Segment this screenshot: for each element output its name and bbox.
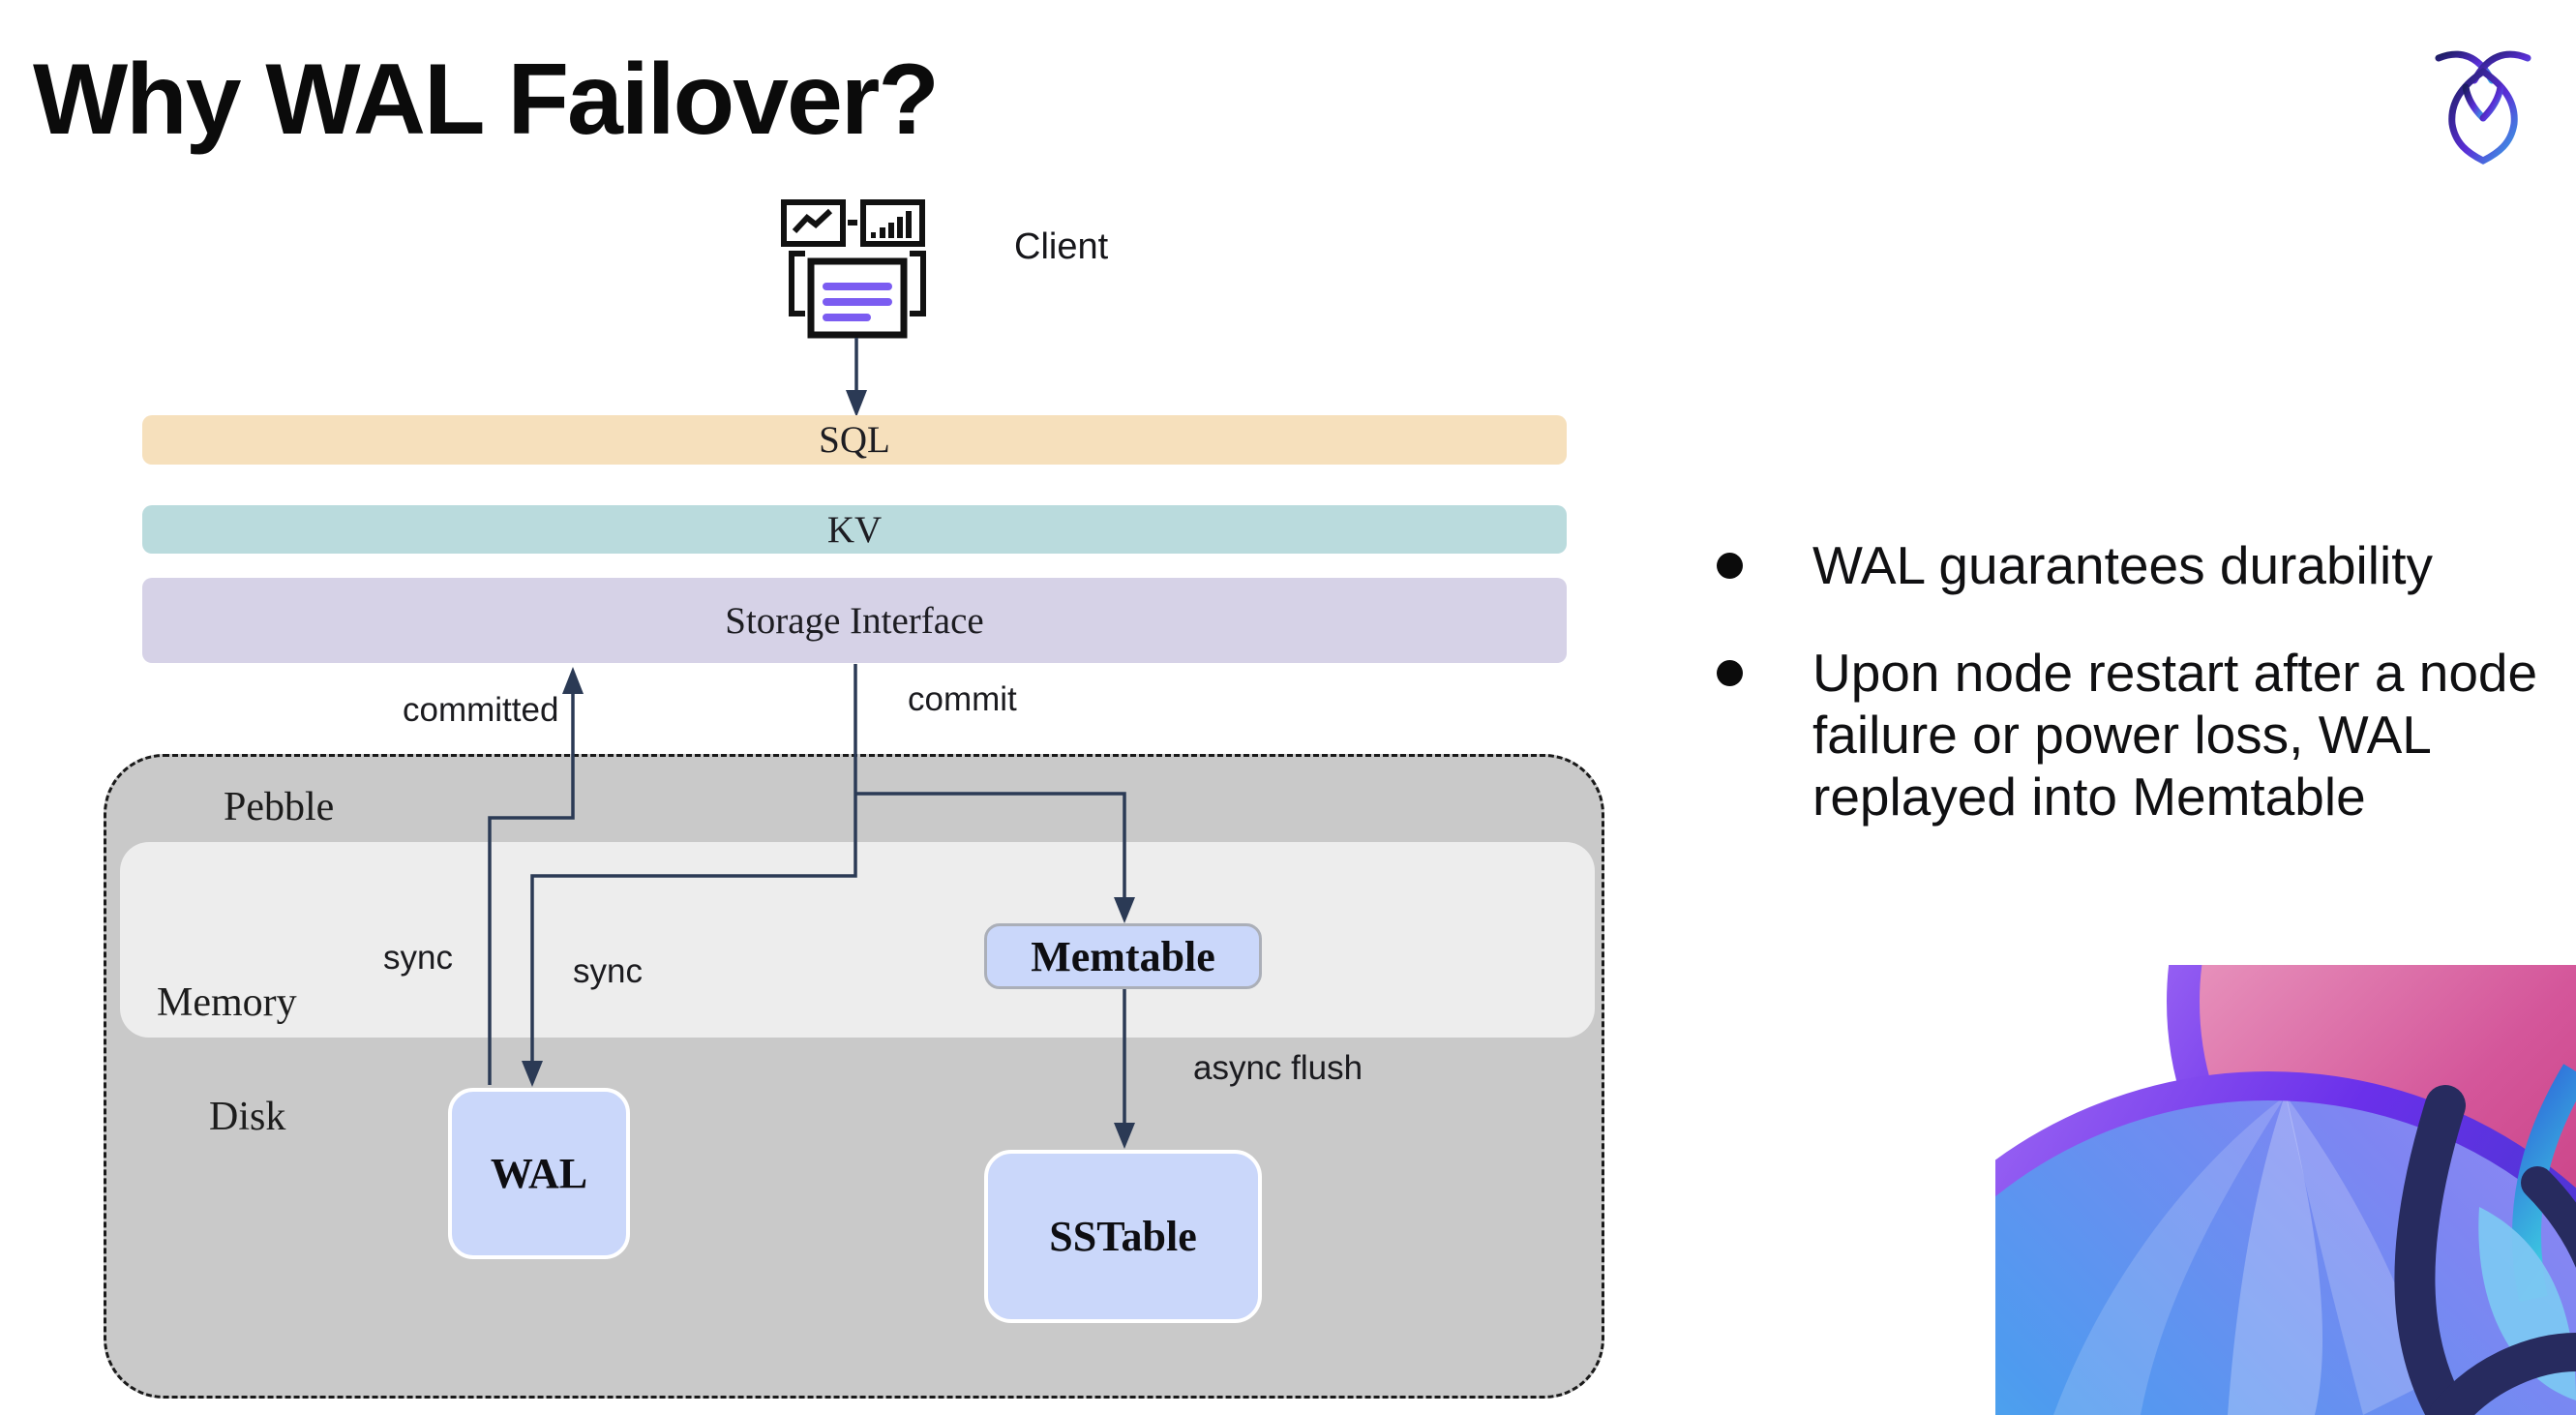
client-icon bbox=[781, 199, 926, 339]
slide-title: Why WAL Failover? bbox=[33, 44, 940, 156]
edge-label-sync-left: sync bbox=[383, 939, 453, 977]
arrowhead-up-icon bbox=[562, 667, 584, 694]
list-item: WAL guarantees durability bbox=[1717, 534, 2568, 596]
bullet-text: Upon node restart after a node failure o… bbox=[1812, 643, 2538, 827]
layer-storage-label: Storage Interface bbox=[725, 599, 984, 642]
cockroachdb-logo-icon bbox=[2435, 50, 2531, 165]
layer-kv: KV bbox=[142, 505, 1567, 554]
layer-sql-label: SQL bbox=[819, 419, 890, 461]
memory-label: Memory bbox=[157, 980, 297, 1025]
node-memtable-label: Memtable bbox=[1031, 932, 1215, 980]
memory-region bbox=[120, 842, 1595, 1038]
bullet-list: WAL guarantees durability Upon node rest… bbox=[1717, 534, 2568, 873]
bullet-dot-icon bbox=[1717, 553, 1743, 579]
edge-label-async-flush: async flush bbox=[1193, 1049, 1363, 1087]
layer-sql: SQL bbox=[142, 415, 1567, 465]
decoration-graphic bbox=[1995, 965, 2576, 1415]
disk-label: Disk bbox=[209, 1095, 286, 1139]
edge-label-committed: committed bbox=[403, 691, 559, 729]
node-wal-label: WAL bbox=[490, 1150, 588, 1197]
node-memtable: Memtable bbox=[984, 923, 1262, 989]
node-wal: WAL bbox=[448, 1088, 630, 1259]
node-sstable: SSTable bbox=[984, 1150, 1262, 1323]
arrowhead-down-icon bbox=[846, 390, 867, 417]
line-chart-icon bbox=[781, 199, 846, 247]
bullet-text: WAL guarantees durability bbox=[1812, 535, 2433, 595]
document-icon bbox=[789, 251, 926, 339]
pebble-container bbox=[104, 754, 1604, 1399]
node-sstable-label: SSTable bbox=[1049, 1213, 1197, 1260]
list-item: Upon node restart after a node failure o… bbox=[1717, 642, 2568, 828]
edge-label-commit: commit bbox=[908, 680, 1017, 718]
bar-chart-icon bbox=[860, 199, 925, 247]
client-label: Client bbox=[1014, 226, 1109, 267]
layer-storage-interface: Storage Interface bbox=[142, 578, 1567, 663]
edge-label-sync-right: sync bbox=[573, 952, 643, 990]
bullet-dot-icon bbox=[1717, 660, 1743, 686]
layer-kv-label: KV bbox=[826, 508, 883, 551]
pebble-label: Pebble bbox=[224, 785, 335, 829]
